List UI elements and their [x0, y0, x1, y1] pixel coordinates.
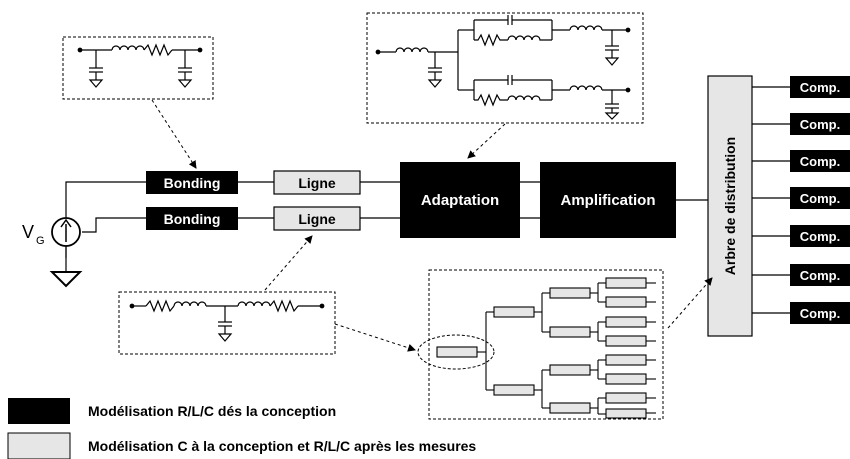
bonding-model-inset [62, 36, 214, 100]
main-wiring [65, 86, 790, 314]
source-subscript: G [36, 235, 45, 247]
ligne-block-bottom[interactable]: Ligne [273, 206, 361, 231]
bonding-inset-arrow [151, 99, 197, 169]
comp-label: Comp. [800, 80, 840, 95]
ligne-to-tree-arrow [334, 323, 416, 352]
ground-icon [49, 271, 83, 288]
inductor-icon [111, 45, 145, 51]
adaptation-inset-arrow [467, 123, 506, 159]
comp-label: Comp. [800, 306, 840, 321]
distribution-tree-block[interactable]: Arbre de distribution [707, 75, 753, 337]
comp-blocks: Comp. Comp. Comp. Comp. Comp. Comp. Comp… [790, 76, 850, 324]
legend-dark-label: Modélisation R/L/C dés la conception [88, 403, 336, 419]
ligne-top-label: Ligne [298, 175, 336, 191]
bonding-top-label: Bonding [164, 175, 221, 191]
resistor-icon [143, 43, 173, 57]
comp-block[interactable]: Comp. [790, 150, 850, 172]
voltage-source: V G [22, 217, 81, 247]
ligne-bottom-label: Ligne [298, 211, 336, 227]
adaptation-model-inset [366, 12, 644, 124]
root-highlight [417, 334, 495, 370]
ligne-inset-arrow [264, 235, 313, 291]
adaptation-label: Adaptation [421, 192, 499, 209]
amplification-block[interactable]: Amplification [540, 162, 676, 238]
adaptation-block[interactable]: Adaptation [400, 162, 520, 238]
comp-label: Comp. [800, 268, 840, 283]
comp-block[interactable]: Comp. [790, 302, 850, 324]
comp-label: Comp. [800, 154, 840, 169]
comp-block[interactable]: Comp. [790, 76, 850, 98]
legend-light-label: Modélisation C à la conception et R/L/C … [88, 438, 476, 454]
ligne-model-inset [118, 291, 336, 355]
amplification-label: Amplification [560, 192, 655, 209]
source-label: V [22, 222, 34, 242]
comp-label: Comp. [800, 229, 840, 244]
tree-inset-arrow [667, 277, 713, 329]
comp-label: Comp. [800, 191, 840, 206]
legend-swatch-light [7, 432, 71, 459]
comp-block[interactable]: Comp. [790, 187, 850, 209]
ligne-block-top[interactable]: Ligne [273, 170, 361, 195]
legend: Modélisation R/L/C dés la conception Mod… [7, 398, 476, 459]
distribution-tree-label: Arbre de distribution [722, 137, 738, 275]
bonding-bottom-label: Bonding [164, 211, 221, 227]
comp-block[interactable]: Comp. [790, 225, 850, 247]
bonding-block-bottom[interactable]: Bonding [146, 207, 238, 230]
distribution-tree-inset [417, 269, 664, 420]
comp-label: Comp. [800, 117, 840, 132]
legend-swatch-dark [8, 398, 70, 424]
comp-block[interactable]: Comp. [790, 264, 850, 286]
comp-block[interactable]: Comp. [790, 113, 850, 135]
bonding-block-top[interactable]: Bonding [146, 171, 238, 194]
